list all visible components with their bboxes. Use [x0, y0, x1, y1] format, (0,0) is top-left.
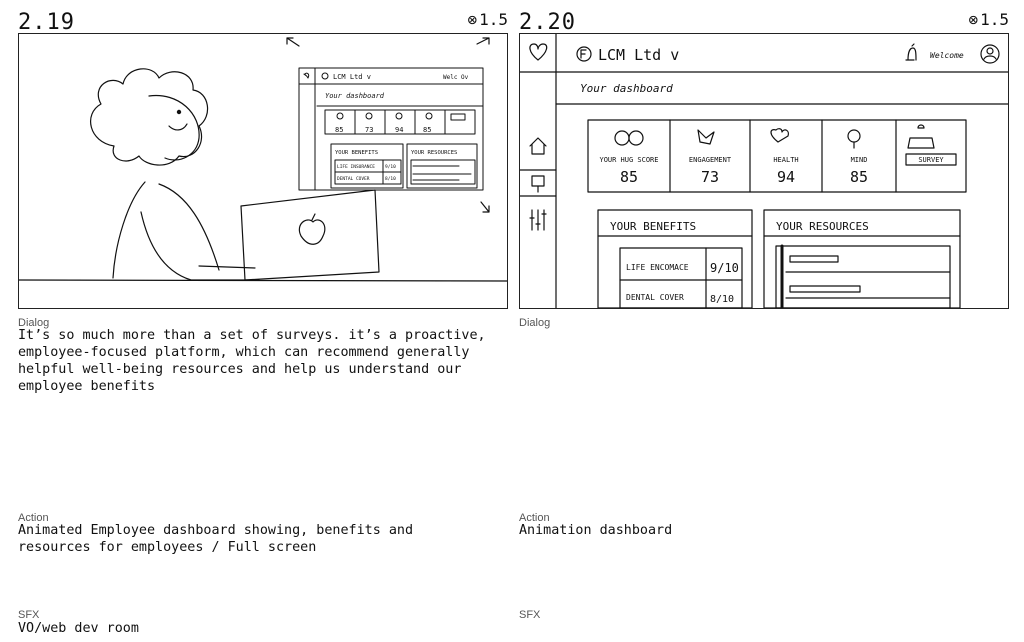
tile-label: ENGAGEMENT — [689, 156, 732, 164]
table-line — [19, 279, 507, 282]
benefits-card — [597, 209, 753, 308]
heart-logo-icon — [529, 43, 548, 61]
action-text: Animation dashboard — [519, 523, 673, 538]
action-label: Action — [519, 512, 550, 524]
dialog-label: Dialog — [519, 317, 551, 329]
dialog-label: Dialog — [18, 317, 50, 329]
benefit-row-2-name: DENTAL COVER — [626, 293, 684, 302]
tile-value: 85 — [850, 168, 868, 186]
tile-value: 73 — [701, 168, 719, 186]
mini-dashboard: LCM Ltd v Welc Ov Your dashboard 85 73 9… — [298, 67, 484, 191]
welcome-text: Welcome — [930, 51, 964, 60]
mini-score-4: 85 — [423, 126, 431, 134]
tile-value: 94 — [777, 168, 795, 186]
duration-value: 1.5 — [479, 10, 508, 29]
mini-benefit-1: LIFE INSURANCE — [337, 164, 375, 170]
dialog-text: It’s so much more than a set of surveys.… — [18, 328, 494, 394]
flag-icon — [531, 175, 545, 193]
mini-score-2: 73 — [365, 126, 373, 134]
home-icon — [529, 137, 547, 155]
resources-card — [763, 209, 961, 308]
company-logo-icon — [576, 46, 592, 62]
person-eye — [176, 109, 182, 115]
duration-value: 1.5 — [980, 10, 1009, 29]
sfx-text: VO/web dev room — [18, 621, 139, 636]
tile-label: HEALTH — [773, 156, 798, 164]
mini-benefit-2: DENTAL COVER — [337, 176, 370, 182]
panel-duration: ⊗ 1.5 — [968, 10, 1009, 30]
sfx-label: SFX — [519, 609, 541, 621]
mini-score-1: 85 — [335, 126, 343, 134]
sketch-frame: LCM Ltd v Welc Ov Your dashboard 85 73 9… — [18, 33, 508, 309]
storyboard-panel-2-20: 2.20 ⊗ 1.5 LCM Ltd v Welcome Your dashbo… — [519, 0, 1009, 642]
dashboard-title: Your dashboard — [580, 82, 673, 95]
bell-icon — [905, 43, 917, 61]
person-arm — [140, 211, 260, 281]
survey-button[interactable] — [905, 153, 957, 166]
timer-icon: ⊗ — [467, 10, 478, 29]
tile-label: YOUR HUG SCORE — [599, 156, 658, 164]
sketch-frame: LCM Ltd v Welcome Your dashboard — [519, 33, 1009, 309]
mini-benefit-1-score: 9/10 — [385, 164, 396, 170]
avatar-icon — [980, 44, 1000, 64]
sliders-icon — [529, 209, 547, 231]
mini-score-3: 94 — [395, 126, 403, 134]
person-smile — [168, 123, 188, 131]
benefit-row-1-score: 9/10 — [710, 261, 739, 275]
laptop-screen — [240, 189, 380, 281]
sketch-dashboard: LCM Ltd v Welcome Your dashboard — [520, 34, 1008, 308]
timer-icon: ⊗ — [968, 10, 979, 29]
score-tiles — [587, 119, 967, 193]
tile-value: 85 — [620, 168, 638, 186]
mini-welcome: Welc Ov — [443, 74, 469, 81]
panel-number: 2.20 — [519, 10, 576, 35]
benefits-title: YOUR BENEFITS — [610, 220, 696, 233]
mini-benefit-2-score: 8/10 — [385, 176, 396, 182]
tile-label: SURVEY — [918, 156, 944, 164]
person-face — [148, 94, 200, 161]
person-body — [112, 181, 146, 279]
laptop-logo — [298, 213, 326, 245]
tile-label: MIND — [851, 156, 868, 164]
panel-number: 2.19 — [18, 10, 75, 35]
benefit-row-2-score: 8/10 — [710, 294, 734, 305]
action-text: Animated Employee dashboard showing, ben… — [18, 523, 422, 555]
action-label: Action — [18, 512, 49, 524]
sfx-label: SFX — [18, 609, 40, 621]
animate-arrow-top — [286, 37, 300, 47]
sketch-drawing: LCM Ltd v Welc Ov Your dashboard 85 73 9… — [19, 37, 507, 282]
person-hair — [90, 68, 209, 166]
mini-company: LCM Ltd v — [333, 73, 371, 81]
company-name: LCM Ltd v — [598, 46, 679, 64]
panel-duration: ⊗ 1.5 — [467, 10, 508, 30]
benefit-row-1-name: LIFE ENCOMACE — [626, 263, 689, 272]
storyboard-panel-2-19: 2.19 ⊗ 1.5 — [18, 0, 508, 642]
resources-title: YOUR RESOURCES — [776, 220, 869, 233]
mini-resources-title: YOUR RESOURCES — [411, 150, 457, 156]
mini-dashboard-title: Your dashboard — [325, 92, 385, 100]
mini-benefits-title: YOUR BENEFITS — [335, 150, 378, 156]
